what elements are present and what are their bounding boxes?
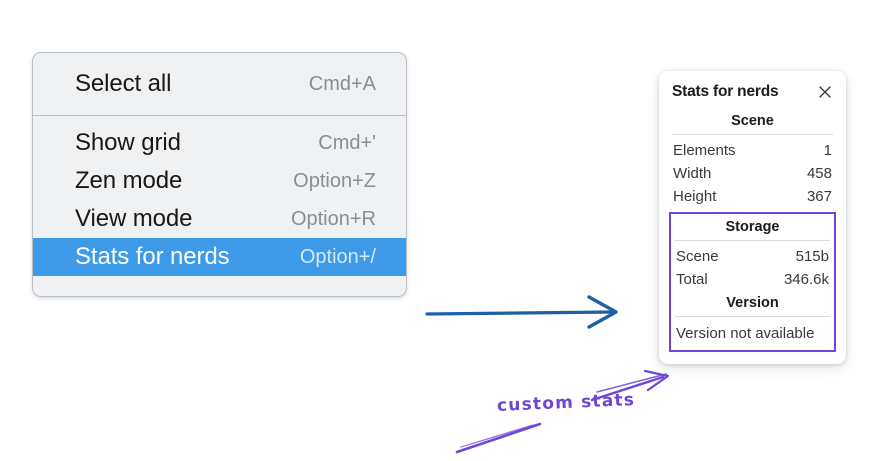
section-heading-scene: Scene	[731, 113, 774, 129]
stat-label: Elements	[673, 142, 736, 159]
custom-stats-highlight-box: Storage Scene 515b Total 346.6k Version …	[669, 212, 836, 352]
stats-panel-title: Stats for nerds	[672, 83, 779, 100]
menu-item-view-mode[interactable]: View mode Option+R	[33, 200, 406, 238]
menu-item-shortcut: Option+Z	[293, 169, 376, 192]
stat-value: 458	[806, 165, 832, 182]
stat-value: 515b	[795, 248, 829, 265]
context-menu-group-2: Show grid Cmd+' Zen mode Option+Z View m…	[33, 116, 406, 296]
menu-item-label: View mode	[75, 205, 193, 232]
section-heading-version: Version	[726, 295, 779, 311]
stats-section-scene: Scene Elements 1 Width 458 Height 367	[671, 109, 834, 208]
menu-item-label: Select all	[75, 70, 172, 97]
stats-section-version: Version Version not available	[674, 291, 831, 346]
stat-label: Width	[673, 165, 712, 182]
menu-item-label: Show grid	[75, 129, 181, 156]
close-icon[interactable]	[817, 84, 833, 100]
stats-panel-header: Stats for nerds	[671, 81, 834, 109]
stats-for-nerds-panel: Stats for nerds Scene Elements 1 Width 4…	[659, 71, 846, 364]
stat-row-scene: Scene 515b	[674, 245, 831, 268]
menu-item-shortcut: Option+R	[290, 207, 376, 230]
stat-value: 367	[806, 188, 832, 205]
purple-underline-stroke	[455, 422, 542, 454]
section-rule	[675, 316, 830, 317]
version-not-available-text: Version not available	[676, 325, 815, 342]
context-menu-group-1: Select all Cmd+A	[33, 55, 406, 115]
menu-item-zen-mode[interactable]: Zen mode Option+Z	[33, 162, 406, 200]
stat-value: 1	[823, 142, 832, 159]
blue-arrow-to-panel	[425, 295, 618, 329]
section-rule	[672, 134, 833, 135]
menu-item-select-all[interactable]: Select all Cmd+A	[33, 65, 406, 103]
section-rule	[675, 240, 830, 241]
stats-section-storage: Storage Scene 515b Total 346.6k	[674, 215, 831, 291]
section-heading-storage: Storage	[725, 219, 780, 235]
menu-item-shortcut: Cmd+A	[308, 72, 376, 95]
menu-bottom-padding	[33, 276, 406, 296]
stat-row-elements: Elements 1	[671, 139, 834, 162]
menu-item-show-grid[interactable]: Show grid Cmd+'	[33, 124, 406, 162]
custom-stats-annotation-label: custom stats	[496, 389, 636, 417]
stat-row-height: Height 367	[671, 185, 834, 208]
menu-item-shortcut: Option+/	[299, 245, 376, 268]
stat-label: Height	[673, 188, 717, 205]
stat-row-total: Total 346.6k	[674, 268, 831, 291]
menu-divider	[33, 115, 406, 116]
menu-item-stats-for-nerds[interactable]: Stats for nerds Option+/	[33, 238, 406, 276]
menu-item-label: Stats for nerds	[75, 243, 230, 270]
stat-row-width: Width 458	[671, 162, 834, 185]
menu-item-shortcut: Cmd+'	[318, 131, 376, 154]
menu-item-label: Zen mode	[75, 167, 183, 194]
stat-label: Scene	[676, 248, 719, 265]
stat-label: Total	[676, 271, 708, 288]
context-menu: Select all Cmd+A Show grid Cmd+' Zen mod…	[32, 52, 407, 297]
stat-value: 346.6k	[783, 271, 829, 288]
